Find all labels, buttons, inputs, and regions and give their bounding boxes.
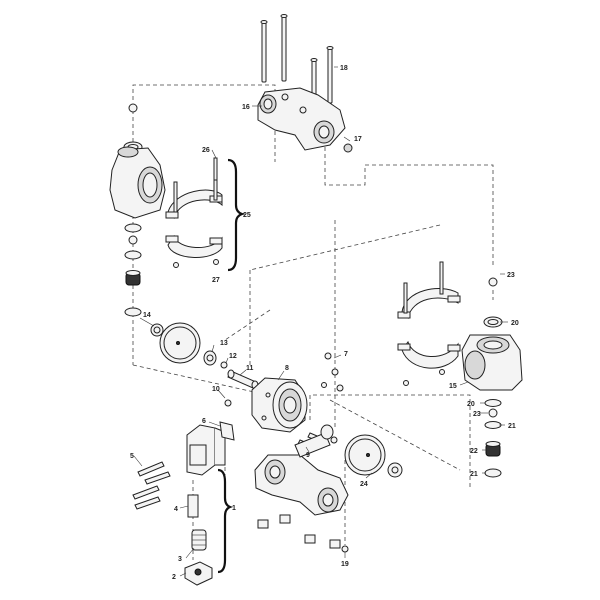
- left-seat: [125, 270, 141, 286]
- left-upper-clamp-band: [165, 174, 223, 268]
- callout-17: 17: [354, 136, 362, 143]
- callout-7: 7: [344, 351, 348, 358]
- callout-18: 18: [340, 65, 348, 72]
- callout-6: 6: [202, 418, 206, 425]
- muffler-base-2: [184, 561, 213, 586]
- callout-24: 24: [360, 481, 368, 488]
- right-seat-22: [485, 441, 501, 457]
- valve-spool-4: [187, 494, 199, 518]
- callout-19: 19: [341, 561, 349, 568]
- callout-5: 5: [130, 453, 134, 460]
- callout-20-top: 20: [511, 320, 519, 327]
- center-nuts-7: [321, 352, 344, 392]
- left-oring-bottom: [124, 307, 142, 317]
- brace-25: [227, 158, 246, 272]
- callout-labels: 1 2 3 4 5 6 7 8 9 10 11 12 13 14 15 16 1…: [130, 65, 519, 581]
- callout-23-mid: 23: [473, 411, 481, 418]
- callout-13: 13: [220, 340, 228, 347]
- callout-15: 15: [449, 383, 457, 390]
- callout-8: 8: [285, 365, 289, 372]
- left-outlet-elbow: [109, 146, 166, 219]
- center-section: [251, 377, 308, 433]
- left-check-ball-top: [128, 103, 138, 113]
- right-clamp-band: [397, 261, 461, 386]
- bottom-manifold: [254, 454, 349, 516]
- callout-20-mid: 20: [467, 401, 475, 408]
- clamp-bolt-26: [213, 157, 218, 181]
- right-oring-21-bottom: [484, 468, 502, 478]
- callout-9: 9: [306, 452, 310, 459]
- right-diaphragm: [344, 434, 386, 476]
- callout-1: 1: [232, 505, 236, 512]
- left-diaphragm: [159, 322, 201, 364]
- callout-23-top: 23: [507, 272, 515, 279]
- foot-nuts-19: [257, 514, 349, 553]
- callout-25: 25: [243, 212, 251, 219]
- screws-5: [132, 461, 171, 510]
- air-valve-body: [186, 424, 226, 476]
- callout-4: 4: [174, 506, 178, 513]
- top-manifold: [257, 87, 346, 151]
- manifold-plug: [343, 143, 353, 153]
- brace-1: [217, 468, 233, 574]
- callout-27: 27: [212, 277, 220, 284]
- callout-22: 22: [470, 448, 478, 455]
- callout-10: 10: [212, 386, 220, 393]
- right-oring-mid-20: [484, 399, 502, 407]
- leader-lines: [133, 66, 508, 577]
- left-inner-plate-13: [203, 350, 217, 366]
- left-seat-oring-mid: [124, 223, 142, 260]
- air-valve-gasket-6: [219, 421, 235, 441]
- pilot-pin-10: [224, 399, 232, 407]
- callout-3: 3: [178, 556, 182, 563]
- left-outer-piston-14: [150, 323, 164, 337]
- right-piston-parts: [294, 424, 338, 458]
- callout-11: 11: [246, 365, 254, 372]
- shaft-oring-12: [220, 361, 228, 369]
- callout-26: 26: [202, 147, 210, 154]
- callout-12: 12: [229, 353, 237, 360]
- callout-14: 14: [143, 312, 151, 319]
- right-check-ball-top-23: [488, 277, 498, 287]
- muffler-3: [191, 529, 207, 551]
- right-check-ball-23: [488, 408, 498, 418]
- callout-21-top: 21: [508, 423, 516, 430]
- right-oring-top-20: [483, 316, 503, 328]
- callout-2: 2: [172, 574, 176, 581]
- right-oring-21-top: [484, 421, 502, 429]
- callout-21-bottom: 21: [470, 471, 478, 478]
- callout-16: 16: [242, 104, 250, 111]
- right-outer-piston: [387, 462, 403, 478]
- right-inlet-elbow-15: [461, 334, 523, 391]
